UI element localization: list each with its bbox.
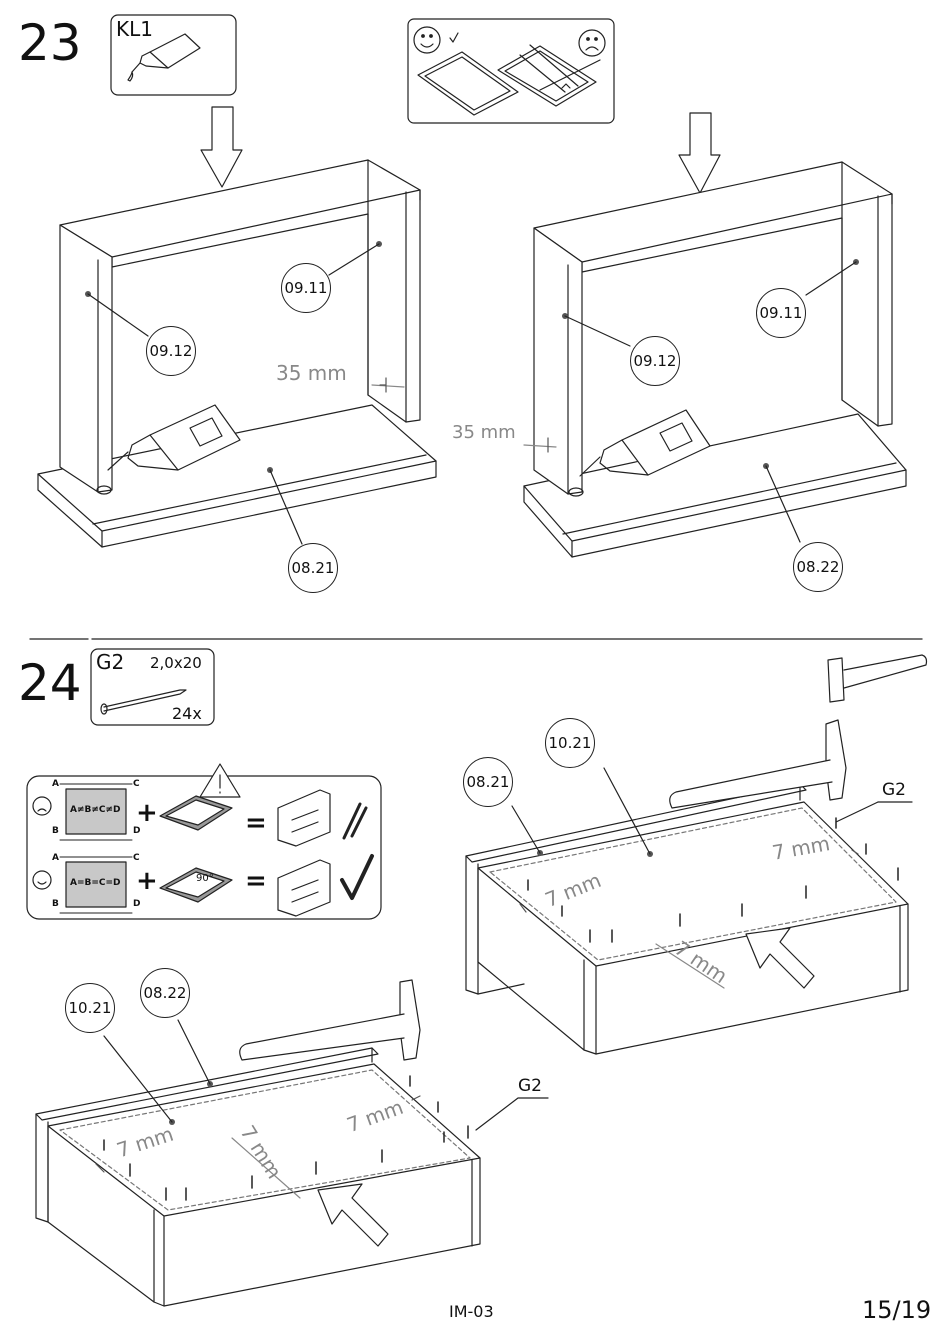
model-code: IM-03	[449, 1302, 494, 1321]
callout-side-part-right: 09.12	[630, 336, 680, 386]
angle-right: 90°	[196, 873, 214, 884]
callout-top-part-left: 09.11	[281, 263, 331, 313]
equals-sign-bad: =	[245, 808, 267, 838]
distance-label-left: 35 mm	[276, 361, 347, 385]
page-number: 15/19	[862, 1296, 931, 1324]
equals-sign-good: =	[245, 866, 267, 896]
nail-code-upper: G2	[882, 780, 906, 800]
label-a-bad: A	[52, 779, 59, 789]
down-arrow-icon	[679, 113, 720, 193]
glue-bottle-icon	[128, 34, 200, 81]
drawer-lower	[36, 980, 548, 1306]
nail-size: 2,0x20	[150, 654, 202, 672]
callout-frame-part-lower: 08.22	[140, 968, 190, 1018]
callout-back-part-lower: 10.21	[65, 983, 115, 1033]
nail-code-lower: G2	[518, 1076, 542, 1096]
callout-base-part-right: 08.22	[793, 542, 843, 592]
happy-face-icon	[414, 27, 440, 53]
square-check-box	[27, 764, 381, 919]
check-icon	[342, 856, 372, 898]
alignment-check-box	[408, 19, 614, 123]
callout-back-part-upper: 10.21	[545, 718, 595, 768]
angle-unknown: ?°	[203, 808, 213, 819]
label-d-good: D	[133, 899, 140, 909]
formula-bad: A≠B≠C≠D	[70, 805, 121, 815]
nail-code: G2	[96, 650, 124, 674]
cabinet-frame-left	[38, 160, 436, 547]
label-b-bad: B	[52, 826, 59, 836]
cabinet-frame-right	[524, 162, 906, 557]
drawer-upper	[466, 720, 908, 1054]
step-number-24: 24	[18, 658, 82, 708]
plus-sign-good: +	[136, 866, 158, 896]
callout-top-part-right: 09.11	[756, 288, 806, 338]
label-c-good: C	[133, 853, 140, 863]
callout-frame-part-upper: 08.21	[463, 757, 513, 807]
label-c-bad: C	[133, 779, 140, 789]
nail-quantity: 24x	[172, 704, 202, 723]
hammer-icon	[240, 980, 420, 1060]
adhesive-code: KL1	[116, 17, 153, 41]
happy-face-icon	[33, 871, 51, 889]
step-number-23: 23	[18, 18, 82, 68]
label-a-good: A	[52, 853, 59, 863]
callout-side-part-left: 09.12	[146, 326, 196, 376]
push-arrow-icon	[746, 928, 814, 988]
label-b-good: B	[52, 899, 59, 909]
check-small-icon	[450, 33, 458, 42]
distance-label-right: 35 mm	[452, 422, 516, 443]
sad-face-icon	[33, 797, 51, 815]
plus-sign-bad: +	[136, 798, 158, 828]
formula-good: A=B=C=D	[70, 878, 121, 888]
cross-icon	[344, 804, 366, 838]
callout-base-part-left: 08.21	[288, 543, 338, 593]
hammer-icon	[828, 655, 927, 702]
sad-face-icon	[579, 30, 605, 56]
push-arrow-icon	[318, 1184, 388, 1246]
down-arrow-icon	[201, 107, 242, 187]
